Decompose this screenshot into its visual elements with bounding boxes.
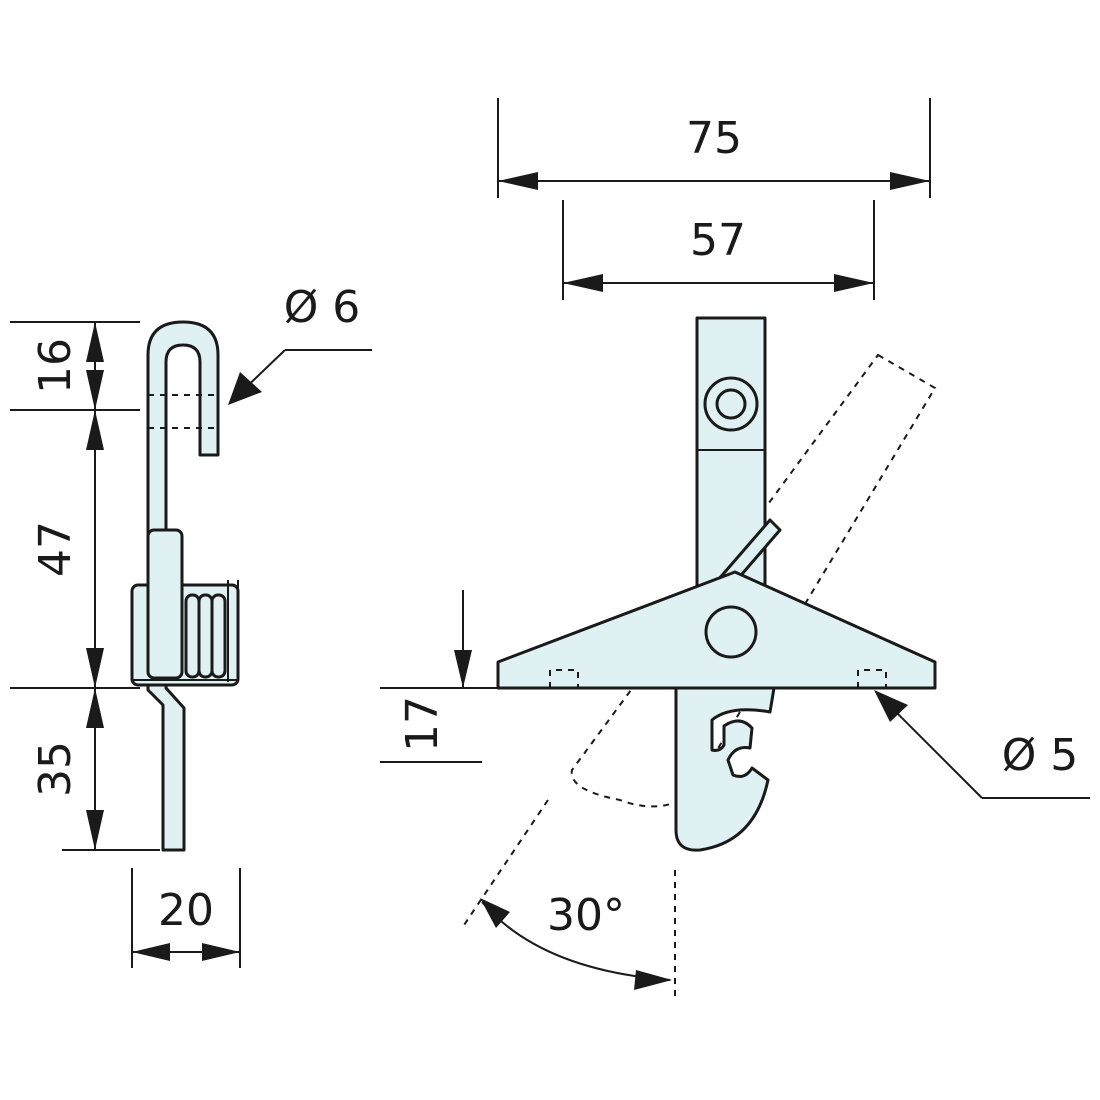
dim-57-lines <box>562 200 875 300</box>
strap-hole-inner <box>715 388 747 420</box>
spring-coils <box>130 528 240 687</box>
rotated-toggle-outline <box>570 353 937 808</box>
dim-20: 20 <box>158 885 214 936</box>
dim-17-lines <box>380 590 498 763</box>
plate-center-hole <box>704 605 758 659</box>
dim-dia-6: Ø 6 <box>284 282 361 333</box>
front-view: 75 57 17 Ø 5 30 <box>380 98 1090 1002</box>
side-width-dim <box>131 868 241 968</box>
dim-16: 16 <box>30 338 81 394</box>
angle-arc <box>480 898 672 990</box>
angle-ref-line <box>461 799 549 929</box>
hook-tongue <box>674 686 776 852</box>
dim-57: 57 <box>690 215 746 266</box>
dim-dia-5: Ø 5 <box>1002 730 1079 781</box>
dim-35: 35 <box>30 741 81 797</box>
angle-30: 30° <box>547 890 625 941</box>
dia-6-leader <box>228 349 372 405</box>
dim-75: 75 <box>686 113 742 164</box>
dim-75-lines <box>497 98 931 198</box>
dia-5-leader <box>874 690 1090 799</box>
dim-17: 17 <box>397 696 448 752</box>
hook-wire <box>146 320 220 852</box>
side-vertical-dims <box>10 321 160 851</box>
side-view: 16 47 35 20 Ø 6 <box>10 282 372 968</box>
dim-47: 47 <box>30 521 81 577</box>
